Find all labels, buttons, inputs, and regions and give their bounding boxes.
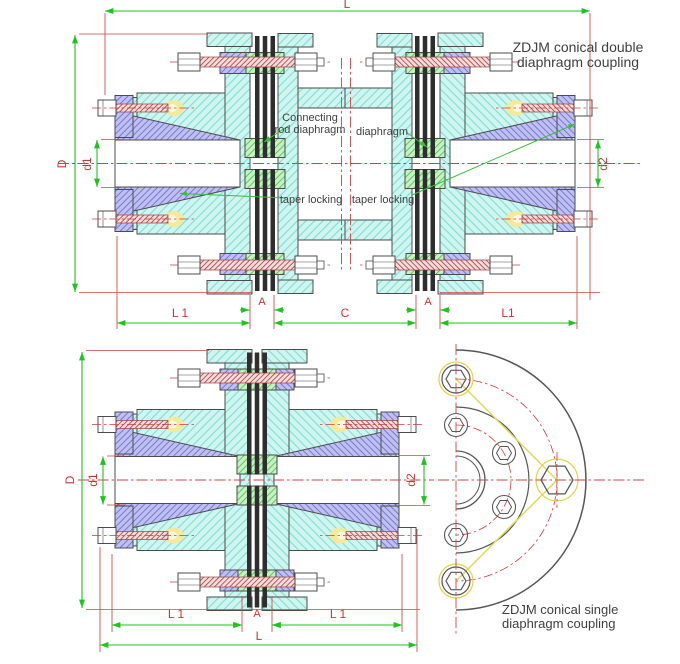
dim-label-L: L [344, 0, 351, 11]
flange-outer-circle [455, 349, 587, 611]
double-view-title-line1: ZDJM conical double [513, 39, 644, 55]
dim-label-L: L [256, 629, 263, 643]
dim-label-D: D [63, 475, 77, 484]
single-view-title-line2: diaphragm coupling [502, 616, 615, 631]
dim-label-d1: d1 [86, 473, 100, 487]
spacer-rim [277, 279, 314, 294]
dim-label-d2: d2 [404, 473, 418, 487]
double-coupling-section-view: L D d1 d2 L 1 A C A L1 Connecting rod di… [55, 0, 644, 329]
dim-label-D: D [55, 159, 69, 168]
dim-label-L1-right: L 1 [330, 607, 347, 621]
dim-label-L1-left: L 1 [172, 306, 189, 320]
callout-taper-locking-right: taper locking [352, 194, 414, 206]
coupling-front-view: ZDJM conical single diaphragm coupling [438, 344, 644, 634]
dimension-lines [72, 8, 601, 326]
dim-label-L1-right: L1 [501, 306, 515, 320]
callout-taper-locking-left: taper locking [280, 194, 342, 206]
dimension-lines [79, 352, 427, 648]
extension-lines [86, 350, 430, 652]
nut-highlight-ring [438, 361, 474, 397]
inner-bolt-circle [455, 424, 512, 536]
dim-label-A-right: A [424, 296, 432, 308]
dim-label-A: A [253, 608, 261, 620]
hub-circle [455, 406, 530, 554]
callout-connecting-rod-line1: Connecting [282, 112, 338, 124]
single-view-title-line1: ZDJM conical single [502, 602, 618, 617]
callout-leaders [179, 123, 576, 199]
dim-label-d1: d1 [80, 157, 94, 171]
spacer-rim [376, 279, 413, 294]
double-view-title-line2: diaphragm coupling [517, 54, 639, 70]
dim-label-A-left: A [258, 296, 266, 308]
dim-label-d2: d2 [596, 157, 610, 171]
spacer-rim [376, 33, 413, 48]
callout-diaphragm: diaphragm [356, 126, 408, 138]
spacer-rim [277, 33, 314, 48]
callout-connecting-rod-line2: rod diaphragm [275, 124, 346, 136]
dim-label-L1-left: L 1 [168, 607, 185, 621]
single-coupling-section-view: D d1 d2 L 1 A L 1 L [63, 349, 434, 652]
dim-label-C: C [341, 306, 350, 320]
